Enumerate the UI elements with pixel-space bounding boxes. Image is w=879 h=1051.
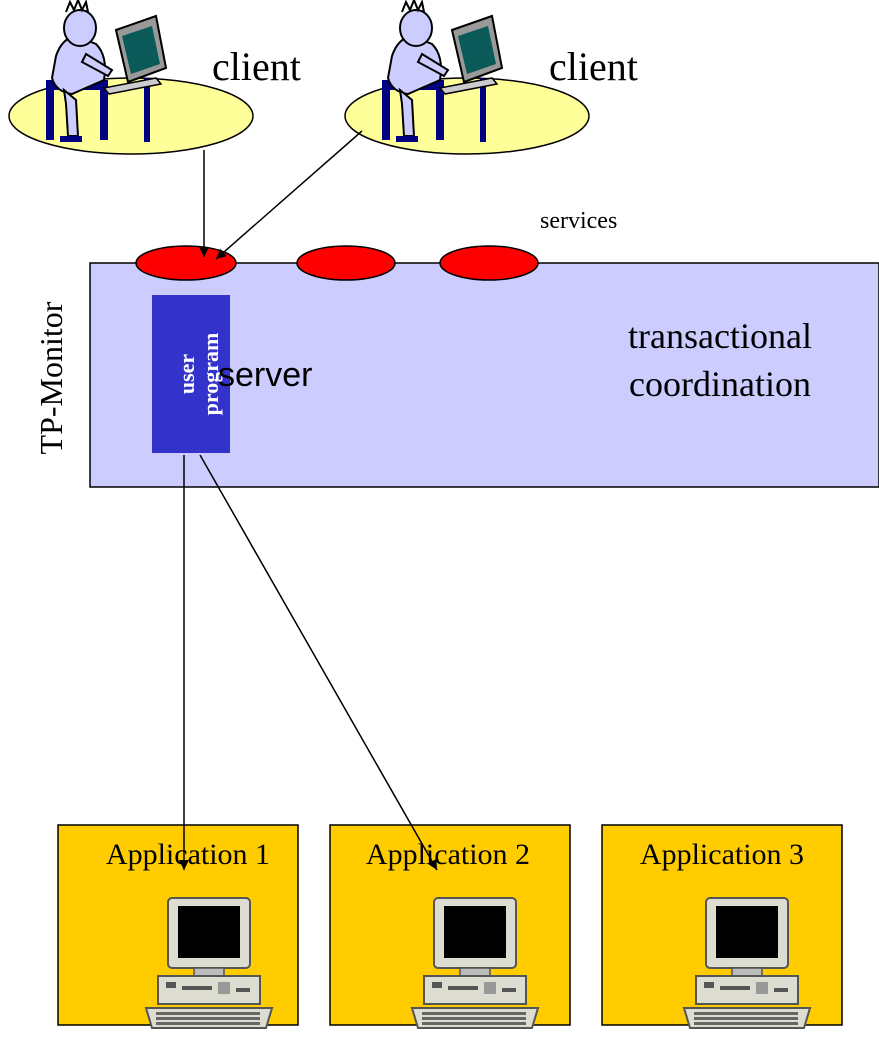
client-label-1: client <box>212 44 301 89</box>
user-program-label-line2: program <box>198 333 223 416</box>
service-oval-1 <box>135 245 237 281</box>
service-oval-3 <box>439 245 539 281</box>
client-label-2: client <box>549 44 638 89</box>
arrow-client2-to-service <box>215 130 363 260</box>
coordination-label-line1: transactional <box>628 316 812 356</box>
application-label-3: Application 3 <box>640 838 804 871</box>
application-label-2: Application 2 <box>366 838 530 871</box>
coordination-label-line2: coordination <box>629 364 811 404</box>
user-program-label-line1: user <box>174 354 199 395</box>
server-label: server <box>218 356 312 394</box>
tp-monitor-label: TP-Monitor <box>33 301 69 454</box>
services-label: services <box>540 208 617 234</box>
arrow-server-to-application-2 <box>199 454 438 871</box>
service-oval-2 <box>296 245 396 281</box>
application-label-1: Application 1 <box>106 838 270 871</box>
user-program-box <box>152 295 230 453</box>
